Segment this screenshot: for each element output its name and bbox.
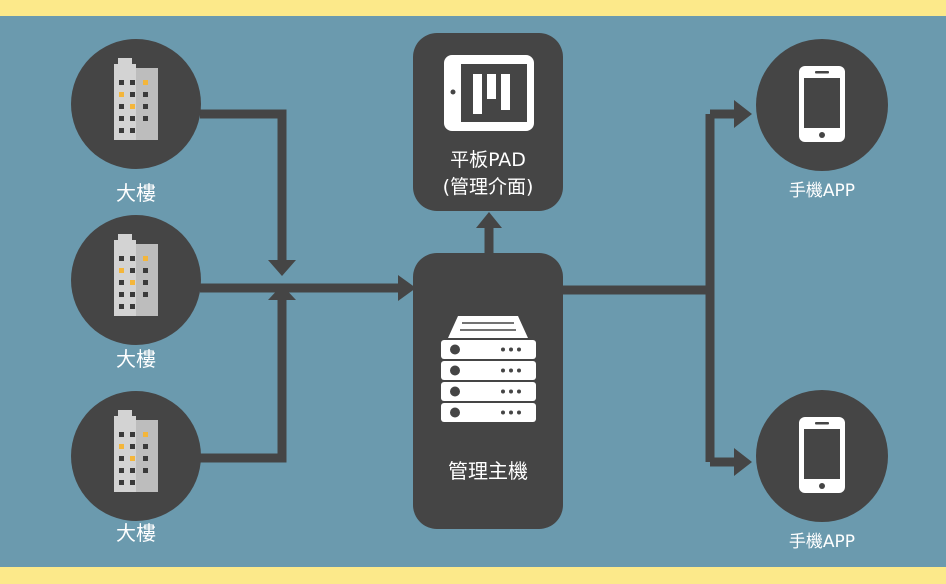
arrow-up-icon xyxy=(268,285,296,300)
tablet-node: 平板PAD (管理介面) xyxy=(413,33,563,211)
phone-label: 手機APP xyxy=(789,181,855,201)
building-label: 大樓 xyxy=(116,521,156,545)
server-to-tablet-connector xyxy=(476,212,502,254)
phone-connectors xyxy=(562,109,734,467)
phone-label: 手機APP xyxy=(789,532,855,552)
building-label: 大樓 xyxy=(116,181,156,205)
arrow-right-icon xyxy=(398,275,416,301)
smartphone-icon xyxy=(799,417,845,493)
phone-node-1: 手機APP xyxy=(756,39,888,201)
building-node-3: 大樓 xyxy=(71,391,201,545)
arrow-right-icon xyxy=(734,448,752,476)
server-label: 管理主機 xyxy=(448,459,528,483)
building-node-1: 大樓 xyxy=(71,39,201,205)
tablet-icon xyxy=(444,55,534,131)
tablet-label-line1: 平板PAD xyxy=(450,149,526,171)
building-icon xyxy=(114,58,158,140)
server-node: 管理主機 xyxy=(413,253,563,529)
building-label: 大樓 xyxy=(116,347,156,371)
building-connectors xyxy=(200,109,398,463)
building-icon xyxy=(114,410,158,492)
phone-node-2: 手機APP xyxy=(756,390,888,552)
smartphone-icon xyxy=(799,66,845,142)
building-icon xyxy=(114,234,158,316)
arrow-up-icon xyxy=(476,212,502,228)
building-node-2: 大樓 xyxy=(71,215,201,371)
connector-building-1 xyxy=(200,109,287,260)
arrow-right-icon xyxy=(734,100,752,128)
tablet-label-line2: (管理介面) xyxy=(443,176,534,198)
arrow-down-icon xyxy=(268,260,296,276)
server-icon xyxy=(441,316,536,422)
connector-building-3 xyxy=(200,300,287,463)
